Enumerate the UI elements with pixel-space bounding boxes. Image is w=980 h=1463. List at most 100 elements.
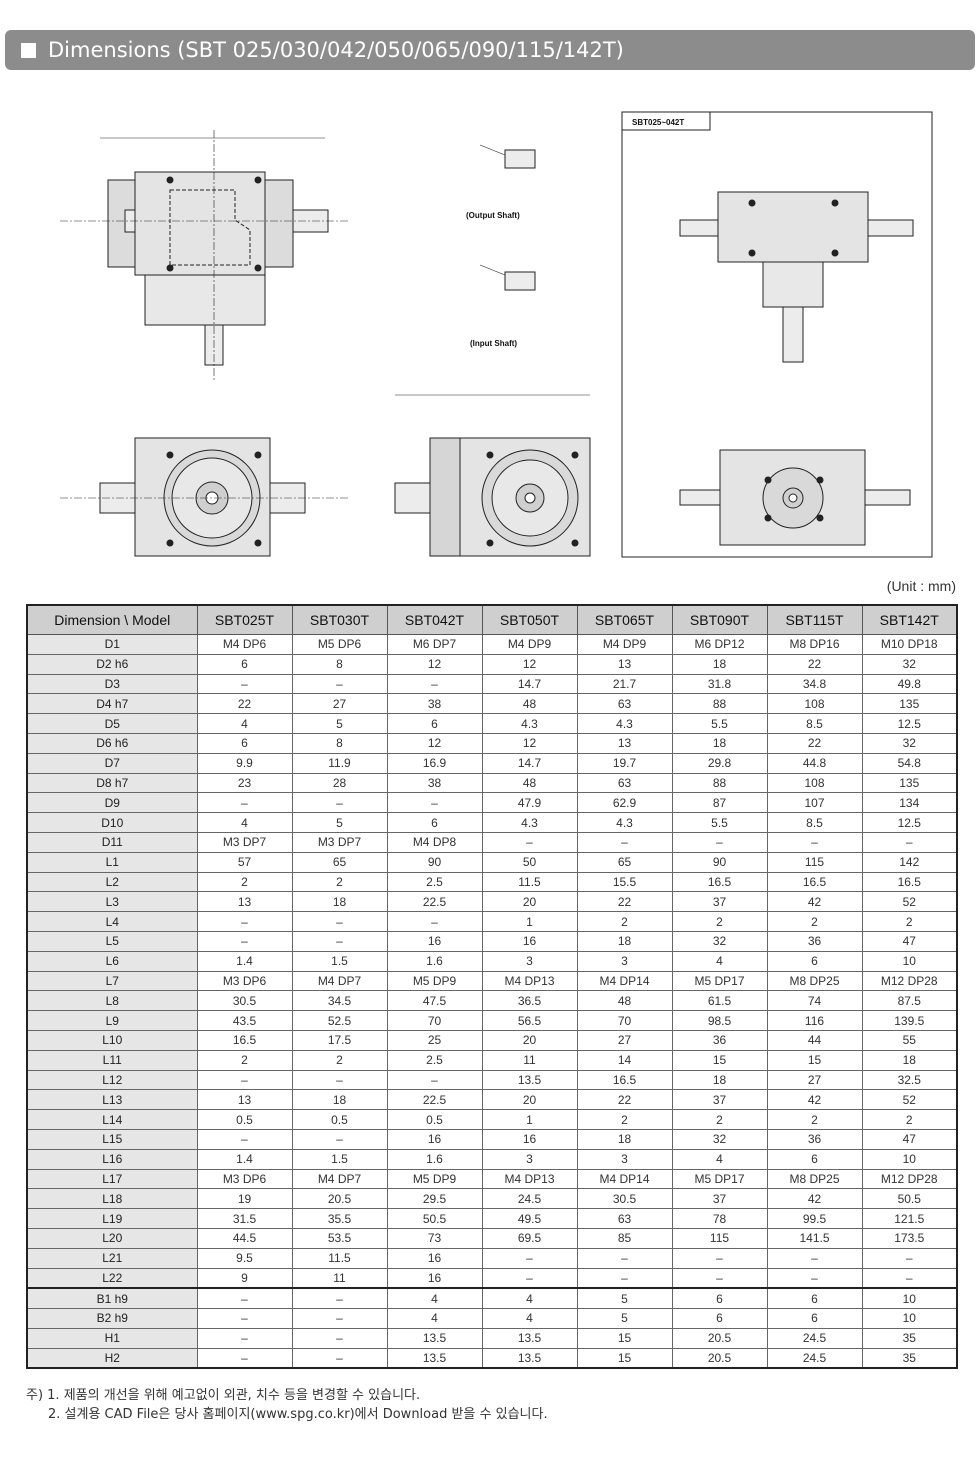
value-cell: 61.5 [671,990,768,1012]
value-cell: 74 [766,990,863,1012]
value-cell: – [481,1267,578,1289]
value-cell: 44.8 [766,752,863,774]
value-cell: M5 DP6 [291,634,388,655]
value-cell: 19.7 [576,752,673,774]
value-cell: 42 [766,1089,863,1111]
dimension-cell: L16 [26,1148,198,1170]
value-cell: 20.5 [671,1347,768,1369]
value-cell: – [196,911,293,932]
value-cell: 12 [386,732,483,754]
value-cell: 2 [196,1049,293,1071]
value-cell: M4 DP8 [386,831,483,853]
value-cell: – [861,1267,958,1289]
value-cell: 5.5 [671,713,768,734]
value-cell: 5 [576,1308,673,1329]
value-cell: 18 [671,1069,768,1091]
value-cell: 135 [861,772,958,794]
value-cell: 16 [386,1267,483,1289]
value-cell: 63 [576,772,673,794]
value-cell: 108 [766,772,863,794]
value-cell: – [291,1347,388,1369]
value-cell: 50.5 [386,1208,483,1229]
value-cell: M5 DP17 [671,970,768,992]
note-line-2: 2. 설계용 CAD File은 당사 홈페이지(www.spg.co.kr)에… [48,1407,548,1422]
value-cell: 115 [766,851,863,873]
value-cell: M3 DP6 [196,1168,293,1190]
value-cell: 44.5 [196,1227,293,1249]
value-cell: 65 [291,851,388,873]
value-cell: 4 [386,1287,483,1310]
value-cell: 38 [386,693,483,715]
corner-header: Dimension \ Model [26,604,198,635]
value-cell: 13 [576,732,673,754]
value-cell: 1 [481,911,578,932]
value-cell: 6 [766,1308,863,1329]
value-cell: 15 [671,1049,768,1071]
dimension-cell: L5 [26,930,198,952]
value-cell: – [386,911,483,932]
dimension-cell: L9 [26,1010,198,1031]
value-cell: 30.5 [576,1188,673,1210]
dimension-cell: L1 [26,851,198,873]
dimension-cell: L17 [26,1168,198,1190]
value-cell: 35 [861,1327,958,1349]
value-cell: 2 [576,911,673,932]
value-cell: 16 [481,930,578,952]
value-cell: 15 [576,1347,673,1369]
value-cell: 31.5 [196,1208,293,1229]
value-cell: – [196,1128,293,1150]
value-cell: 47.5 [386,990,483,1012]
value-cell: 5 [291,812,388,833]
model-header: SBT050T [481,604,578,635]
value-cell: M8 DP16 [766,634,863,655]
value-cell: 16.9 [386,752,483,774]
value-cell: 18 [671,653,768,675]
value-cell: – [291,1287,388,1310]
value-cell: 90 [386,851,483,873]
value-cell: 121.5 [861,1208,958,1229]
value-cell: 4.3 [576,812,673,833]
value-cell: – [766,1247,863,1269]
value-cell: 8.5 [766,812,863,833]
value-cell: 49.8 [861,673,958,695]
value-cell: 18 [291,1089,388,1111]
value-cell: 65 [576,851,673,873]
value-cell: 12.5 [861,713,958,734]
value-cell: 8 [291,732,388,754]
value-cell: 50.5 [861,1188,958,1210]
value-cell: 3 [576,1148,673,1170]
value-cell: 2 [766,911,863,932]
value-cell: 70 [386,1010,483,1031]
value-cell: 24.5 [766,1327,863,1349]
value-cell: 1.5 [291,950,388,972]
value-cell: 22 [766,732,863,754]
value-cell: 87.5 [861,990,958,1012]
value-cell: – [291,1308,388,1329]
value-cell: M3 DP7 [291,831,388,853]
value-cell: – [671,1267,768,1289]
value-cell: 29.8 [671,752,768,774]
value-cell: 116 [766,1010,863,1031]
value-cell: 1.4 [196,1148,293,1170]
value-cell: 16.5 [576,1069,673,1091]
value-cell: 16 [481,1128,578,1150]
value-cell: 4.3 [481,812,578,833]
value-cell: M8 DP25 [766,1168,863,1190]
value-cell: 6 [386,812,483,833]
square-bullet-icon [21,43,36,58]
value-cell: 70 [576,1010,673,1031]
inset-title: SBT025~042T [632,118,684,127]
dimension-cell: L15 [26,1128,198,1150]
